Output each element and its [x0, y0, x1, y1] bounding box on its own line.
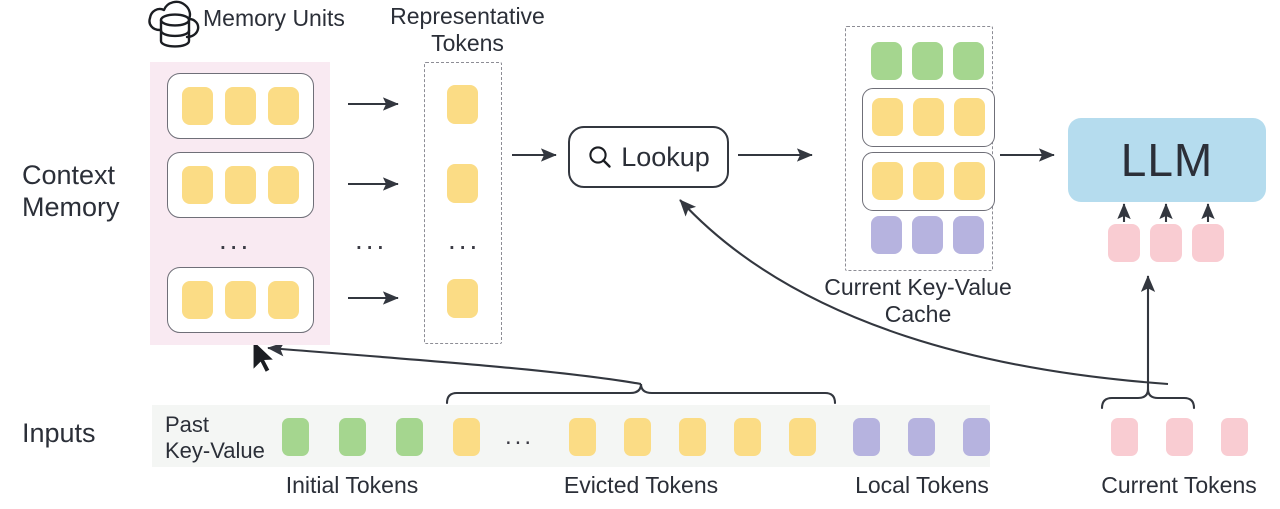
input-token-current [1166, 418, 1193, 456]
input-token-local [908, 418, 935, 456]
label-representative-tokens: Representative Tokens [390, 3, 545, 57]
memory-units-cloud-database-icon [148, 0, 200, 48]
kv-cache-token-yellow [913, 98, 944, 136]
input-token-current [1221, 418, 1248, 456]
memory-unit-n[interactable] [167, 267, 314, 333]
kv-cache-token-yellow [872, 98, 903, 136]
mouse-cursor [252, 338, 276, 374]
input-token-initial [282, 418, 309, 456]
brace-evicted-tokens [445, 383, 837, 405]
label-current-kv-cache: Current Key-Value Cache [824, 274, 1012, 328]
input-row-ellipsis: ... [505, 423, 535, 450]
label-past-key-value: Past Key-Value [165, 412, 265, 463]
memory-unit-2[interactable] [167, 152, 314, 218]
arrows-current-tokens-to-llm [1117, 203, 1215, 222]
representative-tokens-ellipsis: ... [448, 224, 481, 255]
kv-cache-token-purple [953, 216, 984, 254]
input-token-local [853, 418, 880, 456]
current-kv-cache-box [845, 26, 993, 271]
input-token-evicted [453, 418, 480, 456]
input-token-initial [339, 418, 366, 456]
unit-to-representative-arrows [348, 97, 399, 305]
memory-units-ellipsis: ... [219, 224, 252, 255]
kv-cache-token-green [912, 42, 943, 80]
llm-input-token [1192, 224, 1224, 262]
lookup-button[interactable]: Lookup [568, 126, 729, 188]
representative-token-1 [447, 85, 478, 124]
input-token-evicted [789, 418, 816, 456]
input-token-local [963, 418, 990, 456]
kv-cache-token-yellow [954, 162, 985, 200]
memory-token [225, 281, 256, 319]
llm-input-token [1150, 224, 1182, 262]
kv-cache-token-yellow [913, 162, 944, 200]
memory-token [268, 281, 299, 319]
curve-current-to-lookup [679, 199, 1169, 386]
label-inputs: Inputs [22, 418, 96, 448]
lookup-label: Lookup [621, 141, 710, 172]
memory-token [268, 87, 299, 125]
input-token-evicted [734, 418, 761, 456]
memory-token [182, 166, 213, 204]
representative-token-n [447, 279, 478, 318]
label-current-tokens: Current Tokens [1101, 472, 1257, 498]
label-evicted-tokens: Evicted Tokens [563, 472, 719, 498]
representative-token-2 [447, 164, 478, 203]
curve-evicted-to-memory [267, 342, 642, 386]
input-token-current [1111, 418, 1138, 456]
input-token-initial [396, 418, 423, 456]
kv-cache-token-green [871, 42, 902, 80]
input-token-evicted [679, 418, 706, 456]
label-initial-tokens: Initial Tokens [285, 472, 419, 498]
unit-arrows-ellipsis: ... [355, 224, 388, 255]
representative-tokens-box [424, 62, 502, 344]
llm-label: LLM [1120, 134, 1214, 186]
memory-unit-1[interactable] [167, 73, 314, 139]
kv-cache-token-green [953, 42, 984, 80]
brace-current-tokens [1100, 388, 1196, 410]
kv-cache-retrieved-unit-1 [862, 88, 995, 147]
memory-token [182, 281, 213, 319]
input-token-evicted [624, 418, 651, 456]
memory-token [182, 87, 213, 125]
label-context-memory: Context Memory [22, 160, 120, 222]
kv-cache-token-yellow [954, 98, 985, 136]
llm-box: LLM [1068, 118, 1266, 202]
kv-cache-token-purple [912, 216, 943, 254]
label-local-tokens: Local Tokens [855, 472, 989, 498]
input-token-evicted [569, 418, 596, 456]
kv-cache-token-yellow [872, 162, 903, 200]
label-memory-units: Memory Units [203, 5, 345, 31]
kv-cache-token-purple [871, 216, 902, 254]
memory-token [225, 166, 256, 204]
llm-input-token [1108, 224, 1140, 262]
memory-token [268, 166, 299, 204]
kv-cache-retrieved-unit-2 [862, 152, 995, 211]
memory-token [225, 87, 256, 125]
search-icon [589, 145, 611, 168]
